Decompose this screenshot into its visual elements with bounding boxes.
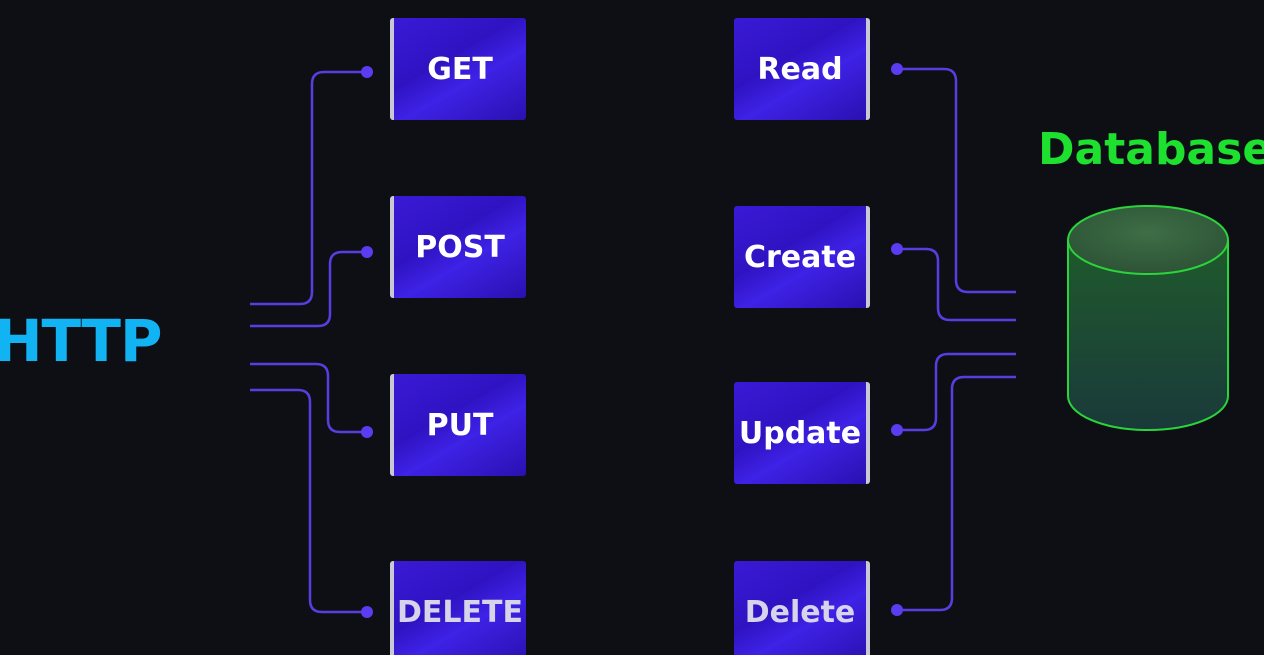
dot-post [361,246,373,258]
connector-delete-op [898,375,1016,612]
dot-delete-op [891,604,903,616]
dot-create [891,243,903,255]
dot-get [361,66,373,78]
connector-post [250,250,366,328]
connector-create [898,247,1016,322]
method-delete-box: DELETE [390,561,526,655]
connector-update [898,352,1016,432]
http-label: HTTP [0,307,163,375]
connector-put [250,362,366,434]
database-cylinder-icon [1067,205,1229,431]
dot-put [361,426,373,438]
method-get-box: GET [390,18,526,120]
method-post-box: POST [390,196,526,298]
operation-create-box: Create [734,206,870,308]
connector-delete [250,388,366,614]
operation-delete-box: Delete [734,561,870,655]
connector-read [898,67,1016,294]
method-put-box: PUT [390,374,526,476]
operation-read-box: Read [734,18,870,120]
dot-delete [361,606,373,618]
database-label: Database [1038,124,1264,175]
dot-read [891,63,903,75]
operation-update-box: Update [734,382,870,484]
dot-update [891,424,903,436]
connector-get [250,70,366,306]
